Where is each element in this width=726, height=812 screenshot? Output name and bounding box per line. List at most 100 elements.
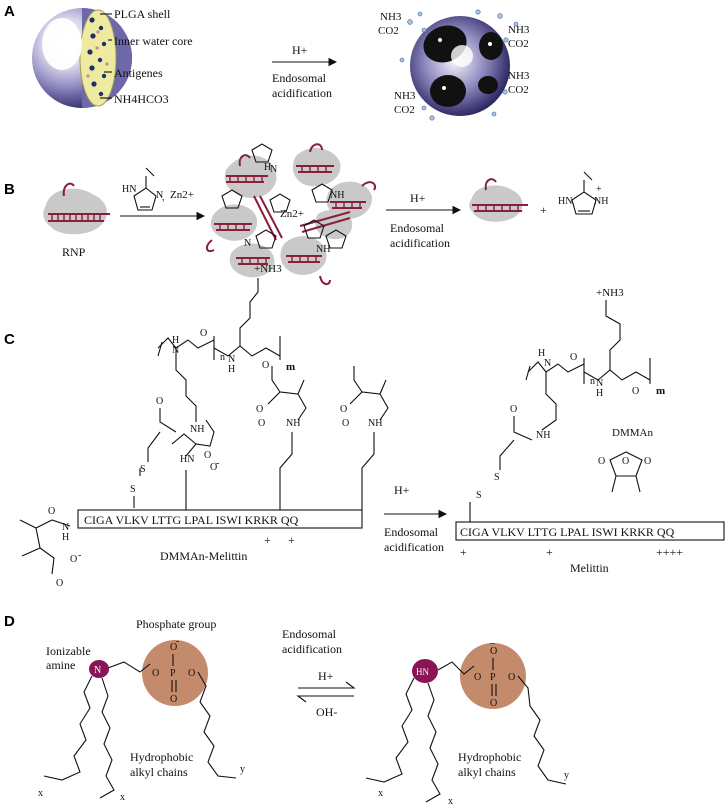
o-left-top: O xyxy=(170,642,177,653)
svg-text:HN: HN xyxy=(558,196,572,207)
panel-b-letter: B xyxy=(4,181,15,198)
svg-text:H: H xyxy=(538,348,545,359)
alkyl-label-left-1: Hydrophobic xyxy=(130,750,193,764)
nanoparticle-intact xyxy=(32,8,132,108)
panel-c-arrow-line1: Endosomal xyxy=(384,525,439,539)
svg-text:N: N xyxy=(244,238,251,249)
rnp-complex xyxy=(43,182,110,235)
gas-bubbles xyxy=(399,9,519,121)
svg-text:,: , xyxy=(162,192,165,203)
sequence-right-text: CIGA VLKV LTTG LPAL ISWI KRKR QQ xyxy=(460,525,675,539)
svg-text:O: O xyxy=(598,456,605,467)
sequence-left-text: CIGA VLKV LTTG LPAL ISWI KRKR QQ xyxy=(84,513,299,527)
svg-text:O: O xyxy=(48,506,55,517)
dmma-groups-left: HN O O - NH O O NH O O xyxy=(139,366,389,510)
sub-y-right: y xyxy=(564,770,569,781)
panel-d: D Phosphate group Ionizable amine N O P … xyxy=(4,613,569,807)
caption-right: Melittin xyxy=(570,561,609,575)
o-right-1: O xyxy=(474,672,481,683)
panel-b-arrow-line2: acidification xyxy=(390,236,450,250)
svg-text:O: O xyxy=(622,456,629,467)
sub-y-left: y xyxy=(240,764,245,775)
sub-x-left-1: x xyxy=(38,788,43,799)
nanoparticle-ruptured xyxy=(399,9,519,121)
svg-text:H: H xyxy=(228,364,235,375)
o-left-2: O xyxy=(188,668,195,679)
svg-text:-: - xyxy=(78,550,81,561)
svg-text:–: – xyxy=(489,638,496,649)
svg-text:-: - xyxy=(176,636,179,647)
gas-co2-2: CO2 xyxy=(508,38,529,50)
o-right-2: O xyxy=(508,672,515,683)
panel-b: B RNP HN N , Zn2+ xyxy=(4,143,608,286)
panel-c: C n m NH NH O O +NH3 NH O S S xyxy=(4,263,725,589)
amine-label-line1: Ionizable xyxy=(46,644,91,658)
svg-text:O: O xyxy=(340,404,347,415)
svg-text:NH: NH xyxy=(368,418,382,429)
sub-x-right-1: x xyxy=(378,788,383,799)
amine-left: +NH3 xyxy=(254,263,282,275)
svg-text:S: S xyxy=(130,484,136,495)
p-atom-right: P xyxy=(490,672,496,683)
charge-right-2: + xyxy=(546,545,553,559)
svg-text:NH: NH xyxy=(330,190,344,201)
panel-d-letter: D xyxy=(4,613,15,630)
gas-nh3-1: NH3 xyxy=(380,11,402,23)
svg-text:NH: NH xyxy=(190,424,204,435)
svg-text:O: O xyxy=(70,554,77,565)
svg-text:H: H xyxy=(172,335,179,346)
gas-co2-3: CO2 xyxy=(508,84,529,96)
svg-text:O: O xyxy=(570,352,577,363)
svg-text:S: S xyxy=(140,464,146,475)
m-subscript-right: m xyxy=(656,385,665,397)
panel-a-letter: A xyxy=(4,3,15,20)
svg-text:H: H xyxy=(596,388,603,399)
svg-text:H: H xyxy=(62,532,69,543)
svg-text:NH: NH xyxy=(594,196,608,207)
charge-right-1: + xyxy=(460,545,467,559)
alkyl-label-right-1: Hydrophobic xyxy=(458,750,521,764)
charge-left-2: + xyxy=(288,533,295,547)
zn-center-label: Zn2+ xyxy=(280,208,304,220)
svg-text:O: O xyxy=(200,328,207,339)
svg-text:O: O xyxy=(262,360,269,371)
svg-text:HN: HN xyxy=(122,184,136,195)
svg-text:O: O xyxy=(644,456,651,467)
svg-text:N: N xyxy=(544,358,551,369)
charge-left-1: + xyxy=(264,533,271,547)
panel-b-arrow-line1: Endosomal xyxy=(390,221,445,235)
o-right-top: O xyxy=(490,646,497,657)
sub-x-right-2: x xyxy=(448,796,453,807)
amine-right: +NH3 xyxy=(596,287,624,299)
panel-d-arrow-line2: acidification xyxy=(282,642,342,656)
svg-text:+: + xyxy=(596,184,602,195)
label-plga-shell: PLGA shell xyxy=(114,7,171,21)
label-water-core: Inner water core xyxy=(114,34,193,48)
svg-text:+: + xyxy=(424,652,429,662)
plus-sign: + xyxy=(540,203,547,217)
svg-text:S: S xyxy=(476,490,482,501)
svg-text:O: O xyxy=(258,418,265,429)
lipid-neutral: N O P O - O O xyxy=(43,636,237,799)
panel-c-letter: C xyxy=(4,331,15,348)
svg-text:O: O xyxy=(632,386,639,397)
amine-label-line2: amine xyxy=(46,658,75,672)
gas-nh3-4: NH3 xyxy=(394,90,416,102)
svg-text:H: H xyxy=(264,162,271,173)
panel-c-arrow-line2: acidification xyxy=(384,540,444,554)
label-nh4hco3: NH4HCO3 xyxy=(114,92,169,106)
svg-text:N: N xyxy=(228,354,235,365)
forward-label: H+ xyxy=(318,669,334,683)
hn-atom-right: HN xyxy=(416,667,429,677)
antigen-dots xyxy=(86,17,109,97)
phosphate-label: Phosphate group xyxy=(136,617,216,631)
rnp-label: RNP xyxy=(62,245,86,259)
reverse-label: OH- xyxy=(316,705,337,719)
alkyl-label-left-2: alkyl chains xyxy=(130,765,188,779)
svg-text:NH: NH xyxy=(286,418,300,429)
panel-c-proton: H+ xyxy=(394,483,410,497)
svg-text:O: O xyxy=(342,418,349,429)
n-subscript-left: n xyxy=(220,352,225,363)
lipid-protonated: HN + O P O – O O xyxy=(365,638,567,803)
svg-text:NH: NH xyxy=(536,430,550,441)
